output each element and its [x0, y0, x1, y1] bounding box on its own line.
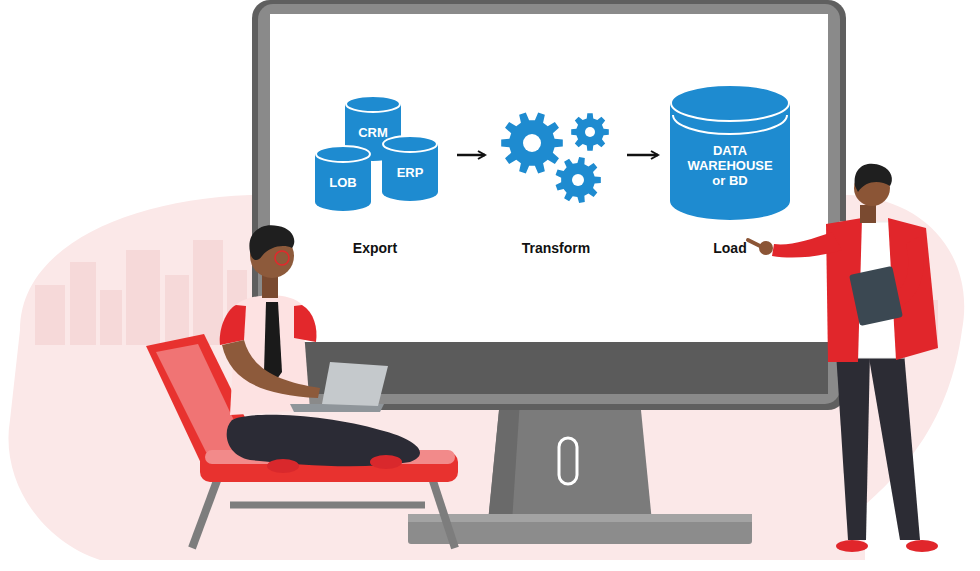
seated-person-part: [370, 455, 402, 469]
cylinder-top: [346, 96, 400, 112]
seated-person-part: [249, 225, 294, 260]
standing-person-part: [836, 540, 868, 552]
standing-person-part: [855, 164, 892, 192]
standing-person-part: [836, 352, 870, 540]
step-label: Export: [353, 240, 397, 256]
seated-person-part: [267, 459, 299, 473]
monitor-part: [559, 438, 577, 484]
seated-person-part: [222, 340, 320, 398]
cylinder-top: [671, 85, 789, 121]
seated-person-part: [250, 234, 294, 278]
chair: [146, 334, 458, 548]
seated-person-part: [264, 302, 282, 386]
monitor-part: [408, 514, 752, 544]
gear-hole: [585, 127, 595, 137]
monitor-part: [252, 0, 846, 410]
standing-person-part: [840, 222, 904, 358]
city-skyline-part: [193, 240, 223, 345]
cylinder-rim: [673, 115, 787, 134]
standing-person-part: [906, 540, 938, 552]
chair-part: [156, 344, 246, 460]
standing-person-part: [890, 236, 924, 308]
database-name: ERP: [397, 166, 424, 181]
gear: [571, 113, 609, 151]
standing-person-part: [868, 352, 920, 540]
seated-person-part: [230, 295, 310, 415]
transform-gears-outline: [497, 100, 615, 258]
monitor-part: [270, 342, 828, 394]
chair-part: [192, 478, 218, 548]
city-skyline-part: [35, 285, 65, 345]
city-skyline-part: [70, 262, 96, 345]
standing-person-part: [860, 205, 876, 223]
seated-person-part: [220, 305, 246, 345]
gear-hole: [523, 134, 541, 152]
standing-person-part: [826, 218, 862, 362]
seated-person-part: [322, 362, 388, 406]
monitor: [252, 0, 846, 544]
city-skyline-part: [100, 290, 122, 345]
chair-part: [146, 334, 262, 474]
city-skyline-part: [165, 275, 189, 345]
warehouse-name: DATA WAREHOUSE or BD: [685, 144, 775, 189]
flow-arrow: [457, 154, 485, 157]
step-label: Load: [713, 240, 746, 256]
city-skyline-part: [880, 280, 908, 350]
city-skyline-part: [227, 270, 247, 345]
chair-part: [200, 452, 458, 482]
cylinder-top: [383, 136, 437, 152]
seated-person-part: [294, 305, 316, 342]
standing-person-part: [772, 232, 842, 258]
transform-gears: Transform: [497, 100, 615, 258]
city-skyline-part: [912, 300, 938, 350]
cylinder-top: [316, 146, 370, 162]
chair-part: [205, 450, 455, 464]
database-name: CRM: [358, 126, 388, 141]
standing-person: [748, 164, 938, 552]
monitor-part: [488, 400, 520, 522]
standing-person-part: [759, 241, 773, 255]
standing-person-part: [888, 218, 938, 360]
data-warehouse-cylinder: DATA WAREHOUSE or BD Load: [670, 84, 790, 258]
seated-person-part: [227, 415, 420, 466]
database-cylinder: ERP: [382, 135, 438, 201]
seated-person-part: [262, 272, 278, 298]
seated-person-part: [290, 404, 384, 412]
gear: [501, 113, 563, 174]
monitor-part: [258, 4, 840, 404]
chair-part: [432, 478, 455, 548]
monitor-part: [270, 14, 828, 342]
database-cylinder: LOB: [315, 145, 371, 211]
export-group: Export CRM LOB ERP: [305, 88, 445, 258]
chair-part: [230, 502, 425, 509]
monitor-part: [488, 400, 652, 522]
gear-hole: [572, 174, 584, 186]
gear: [556, 157, 601, 203]
database-name: LOB: [329, 176, 356, 191]
seated-person: [220, 225, 420, 473]
standing-person-part: [849, 266, 903, 326]
step-label: Transform: [522, 240, 590, 256]
city-skyline-part: [126, 250, 160, 345]
seated-person-part: [275, 251, 289, 265]
standing-person-part: [854, 170, 890, 206]
standing-person-part: [748, 240, 760, 246]
monitor-part: [408, 514, 752, 522]
flow-arrow: [627, 154, 658, 157]
